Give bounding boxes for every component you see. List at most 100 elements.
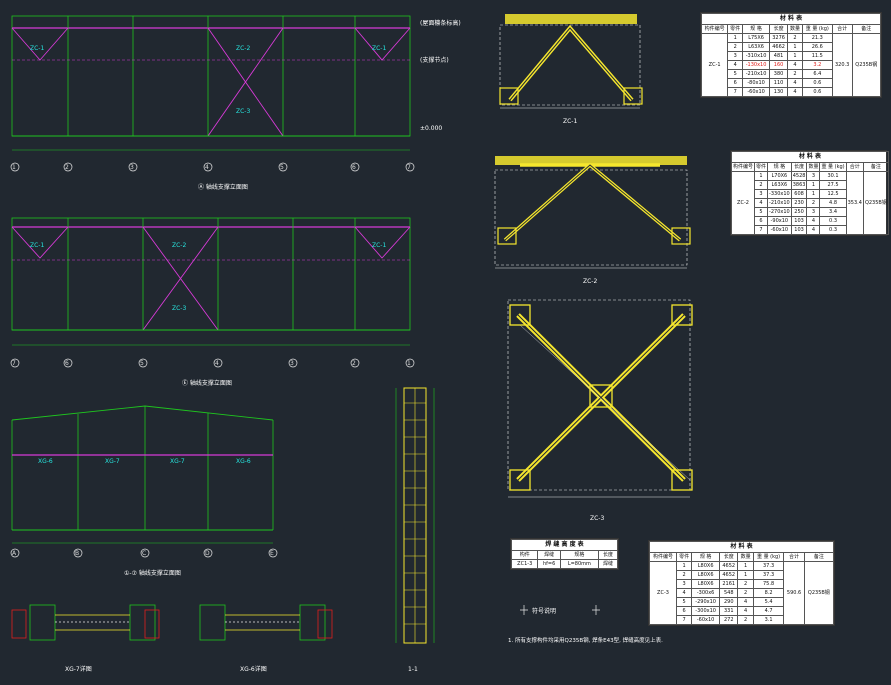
- table-header: 数量: [806, 162, 821, 172]
- table-cell: -290x10: [691, 597, 721, 607]
- table-cell: 11.5: [801, 51, 833, 61]
- table-cell: 0.6: [801, 87, 833, 97]
- table-cell: 5: [754, 207, 769, 217]
- brace-label-zc1b-a: ZC-1: [372, 45, 387, 52]
- table-total: 353.4: [845, 171, 864, 235]
- axis-2-e: 2: [352, 360, 356, 367]
- table-cell: hf=6: [537, 559, 561, 569]
- elevation-e-braces: [11, 226, 411, 331]
- table-cell: -270x10: [767, 207, 792, 217]
- table-cell: 2: [727, 42, 744, 52]
- table-cell: L80X6: [691, 561, 721, 571]
- table-cell: 250: [790, 207, 808, 217]
- table-cell: 3: [675, 579, 693, 589]
- table-header: 规 格: [767, 162, 792, 172]
- elevation-e-caption: Ⓔ 轴线支撑立面图: [182, 380, 232, 387]
- table-cell: 6: [754, 216, 769, 226]
- xg7-detail: [11, 604, 160, 641]
- level-label-roof: (屋面檩条标高): [420, 20, 461, 27]
- table-cell: 4: [806, 225, 821, 235]
- zc1-detail: [499, 14, 643, 109]
- table-cell: 4652: [719, 561, 739, 571]
- table-cell: 4528: [790, 171, 808, 181]
- axis-a-17: A: [12, 550, 17, 557]
- material-table-zc3: 材 料 表 构件编号 零件 规 格 长度 数量 重 量 (kg) 合计 备注 Z…: [648, 540, 835, 626]
- member-id: ZC-2: [730, 171, 756, 235]
- axis-4-e: 4: [215, 360, 219, 367]
- elevation-17-caption: ①-⑦ 轴线支撑立面图: [124, 570, 181, 577]
- table-row: ZC1-3 hf=6 L=80mm 焊缝: [510, 559, 619, 569]
- level-label-ground: ±0.000: [420, 125, 443, 132]
- table-cell: 380: [769, 69, 789, 79]
- table-header: 构件编号: [700, 24, 729, 34]
- table-header: 零件: [675, 552, 693, 562]
- table-cell: -300x6: [691, 588, 721, 598]
- brace-label-zc3-a: ZC-3: [236, 108, 251, 115]
- table-cell: 230: [790, 198, 808, 208]
- axis-b-17: B: [75, 550, 80, 557]
- table-cell: 5: [675, 597, 693, 607]
- table-cell: 110: [769, 78, 789, 88]
- table-cell: 0.3: [819, 225, 847, 235]
- zc3-detail-label: ZC-3: [590, 515, 605, 522]
- table-cell: 272: [719, 615, 739, 625]
- table-cell-highlight: 3.2: [801, 60, 833, 70]
- material-table-zc1: 材 料 表 构件编号 零件 规 格 长度 数量 重 量 (kg) 合计 备注 Z…: [700, 12, 882, 98]
- weld-table-title: 焊 缝 高 度 表: [511, 539, 618, 551]
- table-cell: 4: [737, 597, 754, 607]
- table-header: 备注: [862, 162, 889, 172]
- table-cell: 1: [737, 570, 754, 580]
- table-header: 长度: [719, 552, 739, 562]
- table-cell: 0.6: [801, 78, 833, 88]
- brace-label-zc1-e: ZC-1: [30, 242, 45, 249]
- table-total: 320.3: [831, 33, 853, 97]
- table-cell: 2: [675, 570, 693, 580]
- table-cell: -210x10: [742, 69, 771, 79]
- axis-e-17: E: [270, 550, 274, 557]
- table-cell: 4.8: [819, 198, 847, 208]
- table-cell: ZC1-3: [510, 559, 539, 569]
- axis-6-e: 6: [65, 360, 69, 367]
- table-cell: L75X6: [742, 33, 771, 43]
- table-cell: 331: [719, 606, 739, 616]
- brace-label-zc3-e: ZC-3: [172, 305, 187, 312]
- section-1-1: [395, 387, 435, 644]
- table-header: 构件编号: [730, 162, 756, 172]
- table-cell: 37.3: [752, 570, 785, 580]
- table-note: Q235B钢: [803, 561, 835, 625]
- table-cell: 3: [727, 51, 744, 61]
- member-id: ZC-3: [649, 561, 677, 625]
- table-cell: L63X6: [767, 180, 792, 190]
- table-cell: 103: [790, 225, 808, 235]
- table-cell: 548: [719, 588, 739, 598]
- elevation-e: [11, 217, 411, 346]
- table-cell: L70X6: [767, 171, 792, 181]
- table-cell: 1: [806, 180, 821, 190]
- elevation-a-caption: Ⓐ 轴线支撑立面图: [198, 184, 248, 191]
- table-header: 规格: [559, 550, 599, 560]
- xg6-detail: [199, 604, 333, 641]
- table-header: 备注: [851, 24, 881, 34]
- table-header: 规 格: [691, 552, 721, 562]
- zc2-detail-label: ZC-2: [583, 278, 598, 285]
- table-header: 长度: [769, 24, 789, 34]
- table-cell: 0.3: [819, 216, 847, 226]
- table-header: 数量: [737, 552, 754, 562]
- table-cell: 12.5: [819, 189, 847, 199]
- table-cell: 3: [806, 207, 821, 217]
- table-cell: 2: [737, 588, 754, 598]
- table-cell: 5: [727, 69, 744, 79]
- brace-label-zc2-e: ZC-2: [172, 242, 187, 249]
- table-cell: 27.5: [819, 180, 847, 190]
- table-cell: 290: [719, 597, 739, 607]
- table-cell: 4652: [719, 570, 739, 580]
- table-zc2-title: 材 料 表: [731, 151, 889, 163]
- table-cell: 4: [787, 60, 803, 70]
- table-cell: -310x10: [742, 51, 771, 61]
- table-cell: -300x10: [691, 606, 721, 616]
- brace-label-xg6-b: XG-6: [236, 458, 251, 465]
